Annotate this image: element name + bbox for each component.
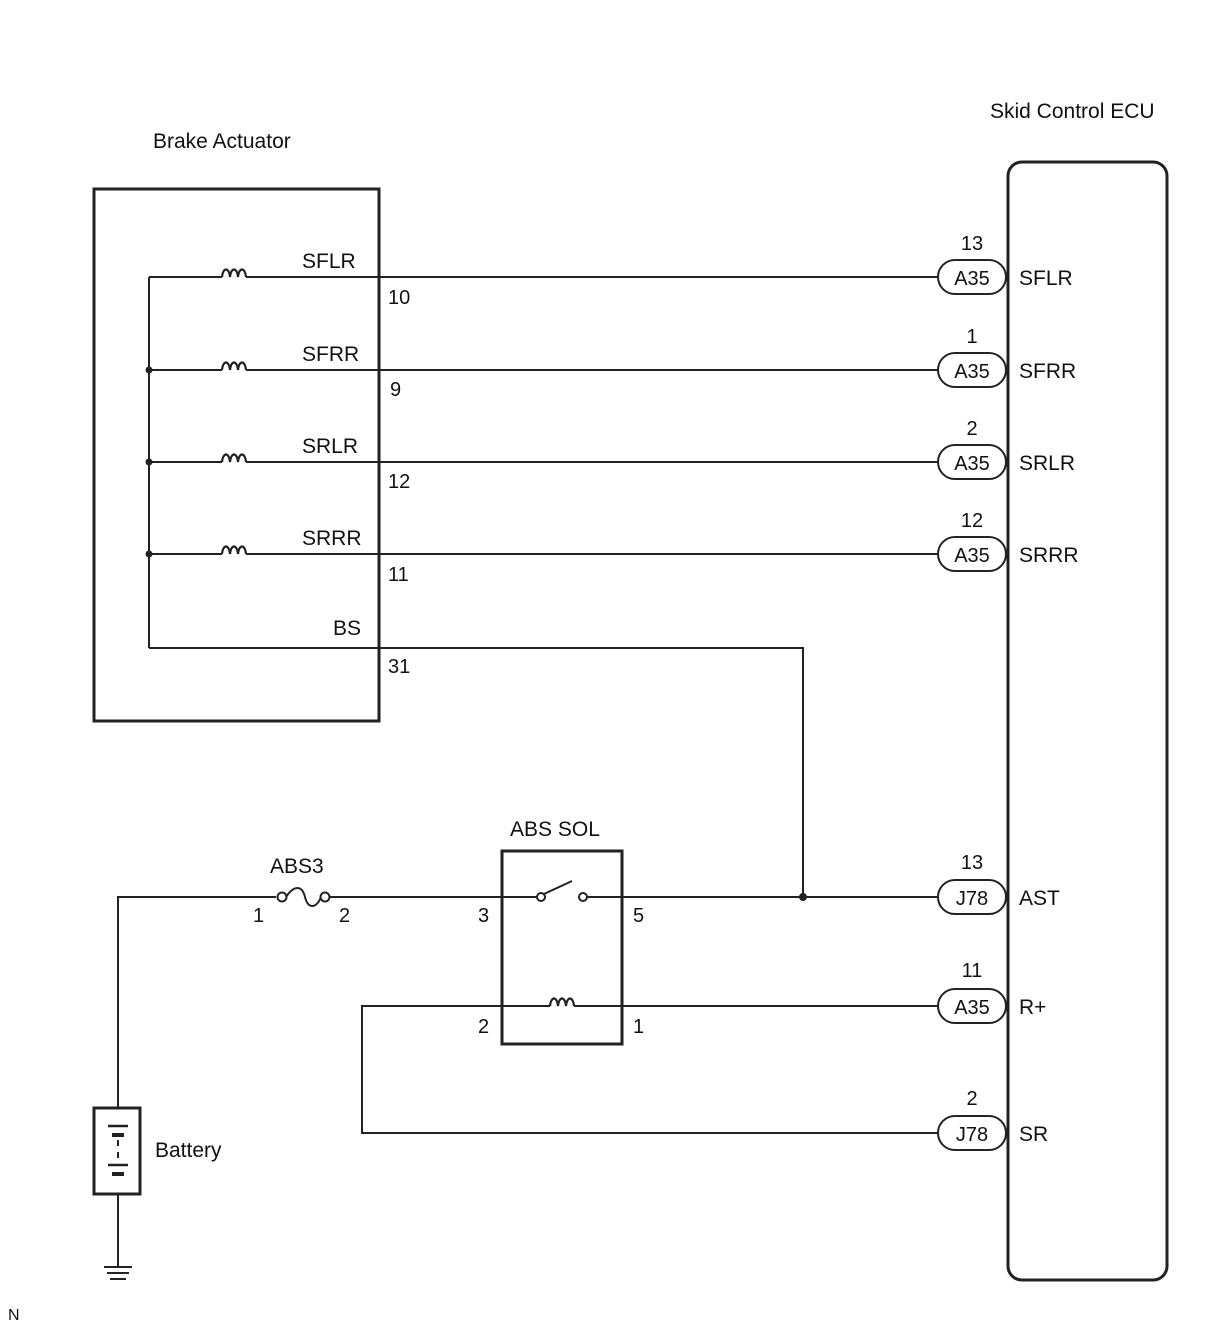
- ecu-connector-sr: J78 2 SR: [937, 1088, 1048, 1151]
- signal-sflr: SFLR 10 A35 13 SFLR: [149, 233, 1073, 309]
- ecu-pin-srrr: 12: [961, 510, 983, 532]
- signal-name-srlr: SRLR: [302, 435, 358, 458]
- ecu-label-sr: SR: [1019, 1123, 1048, 1146]
- fuse-terminal-left: [276, 891, 288, 903]
- ecu-label-sflr: SFLR: [1019, 267, 1073, 290]
- ecu-pin-ast: 13: [961, 852, 983, 874]
- bs-pin: 31: [388, 656, 410, 678]
- wire-bs: [149, 647, 804, 897]
- fuse-terminal-right: [319, 891, 331, 903]
- connector-rplus-label: A35: [954, 997, 990, 1019]
- junction-dot-ast: [799, 893, 807, 901]
- solenoid-srrr-icon: [220, 545, 248, 556]
- ecu-pin-rplus: 11: [962, 960, 983, 982]
- ecu-connector-rplus: A35 11 R+: [937, 960, 1046, 1024]
- relay-pin-1: 1: [633, 1016, 644, 1038]
- battery-label: Battery: [155, 1139, 222, 1162]
- actuator-pin-srrr: 11: [388, 564, 409, 586]
- connector-srrr: [937, 536, 1007, 572]
- ecu-pin-sfrr: 1: [966, 326, 977, 348]
- solenoid-sfrr-icon: [220, 361, 248, 372]
- signal-name-sflr: SFLR: [302, 250, 356, 273]
- ecu-label-srlr: SRLR: [1019, 452, 1075, 475]
- battery-circuit: Battery: [92, 896, 276, 1280]
- actuator-pin-srlr: 12: [388, 471, 410, 493]
- wire-coil-to-sr: [361, 1005, 938, 1134]
- battery-icon: [108, 1124, 128, 1176]
- brake-actuator-label: Brake Actuator: [153, 130, 291, 153]
- abs-sol-box: [500, 849, 624, 1046]
- ecu-label-ast: AST: [1019, 887, 1060, 910]
- connector-sr: [937, 1115, 1007, 1151]
- relay-pin-3: 3: [478, 905, 489, 927]
- bs-circuit: BS 31: [149, 617, 804, 897]
- ecu-pin-srlr: 2: [966, 418, 977, 440]
- connector-ast-label: J78: [956, 888, 988, 910]
- ground-icon: [104, 1266, 132, 1280]
- abs-sol-label: ABS SOL: [510, 818, 600, 841]
- ecu-pin-sflr: 13: [961, 233, 983, 255]
- bs-label: BS: [333, 617, 361, 640]
- brake-actuator-box: [92, 187, 381, 723]
- actuator-pin-sflr: 10: [388, 287, 410, 309]
- ecu-pin-sr: 2: [966, 1088, 977, 1110]
- relay-switch-icon: [536, 880, 588, 902]
- signal-srrr: SRRR 11 A35 12 SRRR: [145, 510, 1079, 586]
- signal-srlr: SRLR 12 A35 2 SRLR: [145, 418, 1075, 493]
- skid-control-ecu-box: [1006, 160, 1169, 1282]
- skid-control-ecu-label: Skid Control ECU: [990, 100, 1155, 123]
- abs3-label: ABS3: [270, 855, 324, 878]
- fuse-pin-right: 2: [339, 905, 350, 927]
- solenoid-srlr-icon: [220, 453, 248, 464]
- ecu-label-rplus: R+: [1019, 996, 1046, 1019]
- abs-sol-relay: ABS SOL 3 5 2 1: [478, 818, 644, 1046]
- connector-sfrr-label: A35: [954, 361, 990, 383]
- corner-mark: N: [8, 1307, 20, 1324]
- connector-srlr-label: A35: [954, 453, 990, 475]
- connector-srlr: [937, 444, 1007, 480]
- connector-srrr-label: A35: [954, 545, 990, 567]
- relay-pin-5: 5: [633, 905, 644, 927]
- connector-rplus: [937, 988, 1007, 1024]
- connector-sflr-label: A35: [954, 268, 990, 290]
- connector-ast: [937, 879, 1007, 915]
- battery-box: [92, 1106, 142, 1196]
- relay-coil-icon: [548, 997, 576, 1008]
- abs3-fuse: ABS3 1 2: [253, 855, 350, 927]
- fuse-pin-left: 1: [253, 905, 264, 927]
- fuse-icon: [285, 887, 322, 907]
- wire-battery-to-fuse: [117, 896, 276, 1108]
- relay-pin-2: 2: [478, 1016, 489, 1038]
- signal-name-sfrr: SFRR: [302, 343, 359, 366]
- solenoid-sflr-icon: [220, 268, 248, 279]
- connector-sfrr: [937, 352, 1007, 388]
- signal-name-srrr: SRRR: [302, 527, 362, 550]
- ecu-label-srrr: SRRR: [1019, 544, 1079, 567]
- ecu-connector-ast: J78 13 AST: [937, 852, 1060, 915]
- signal-sfrr: SFRR 9 A35 1 SFRR: [145, 326, 1076, 401]
- ecu-label-sfrr: SFRR: [1019, 360, 1076, 383]
- connector-sr-label: J78: [956, 1124, 988, 1146]
- actuator-pin-sfrr: 9: [390, 379, 401, 401]
- connector-sflr: [937, 259, 1007, 295]
